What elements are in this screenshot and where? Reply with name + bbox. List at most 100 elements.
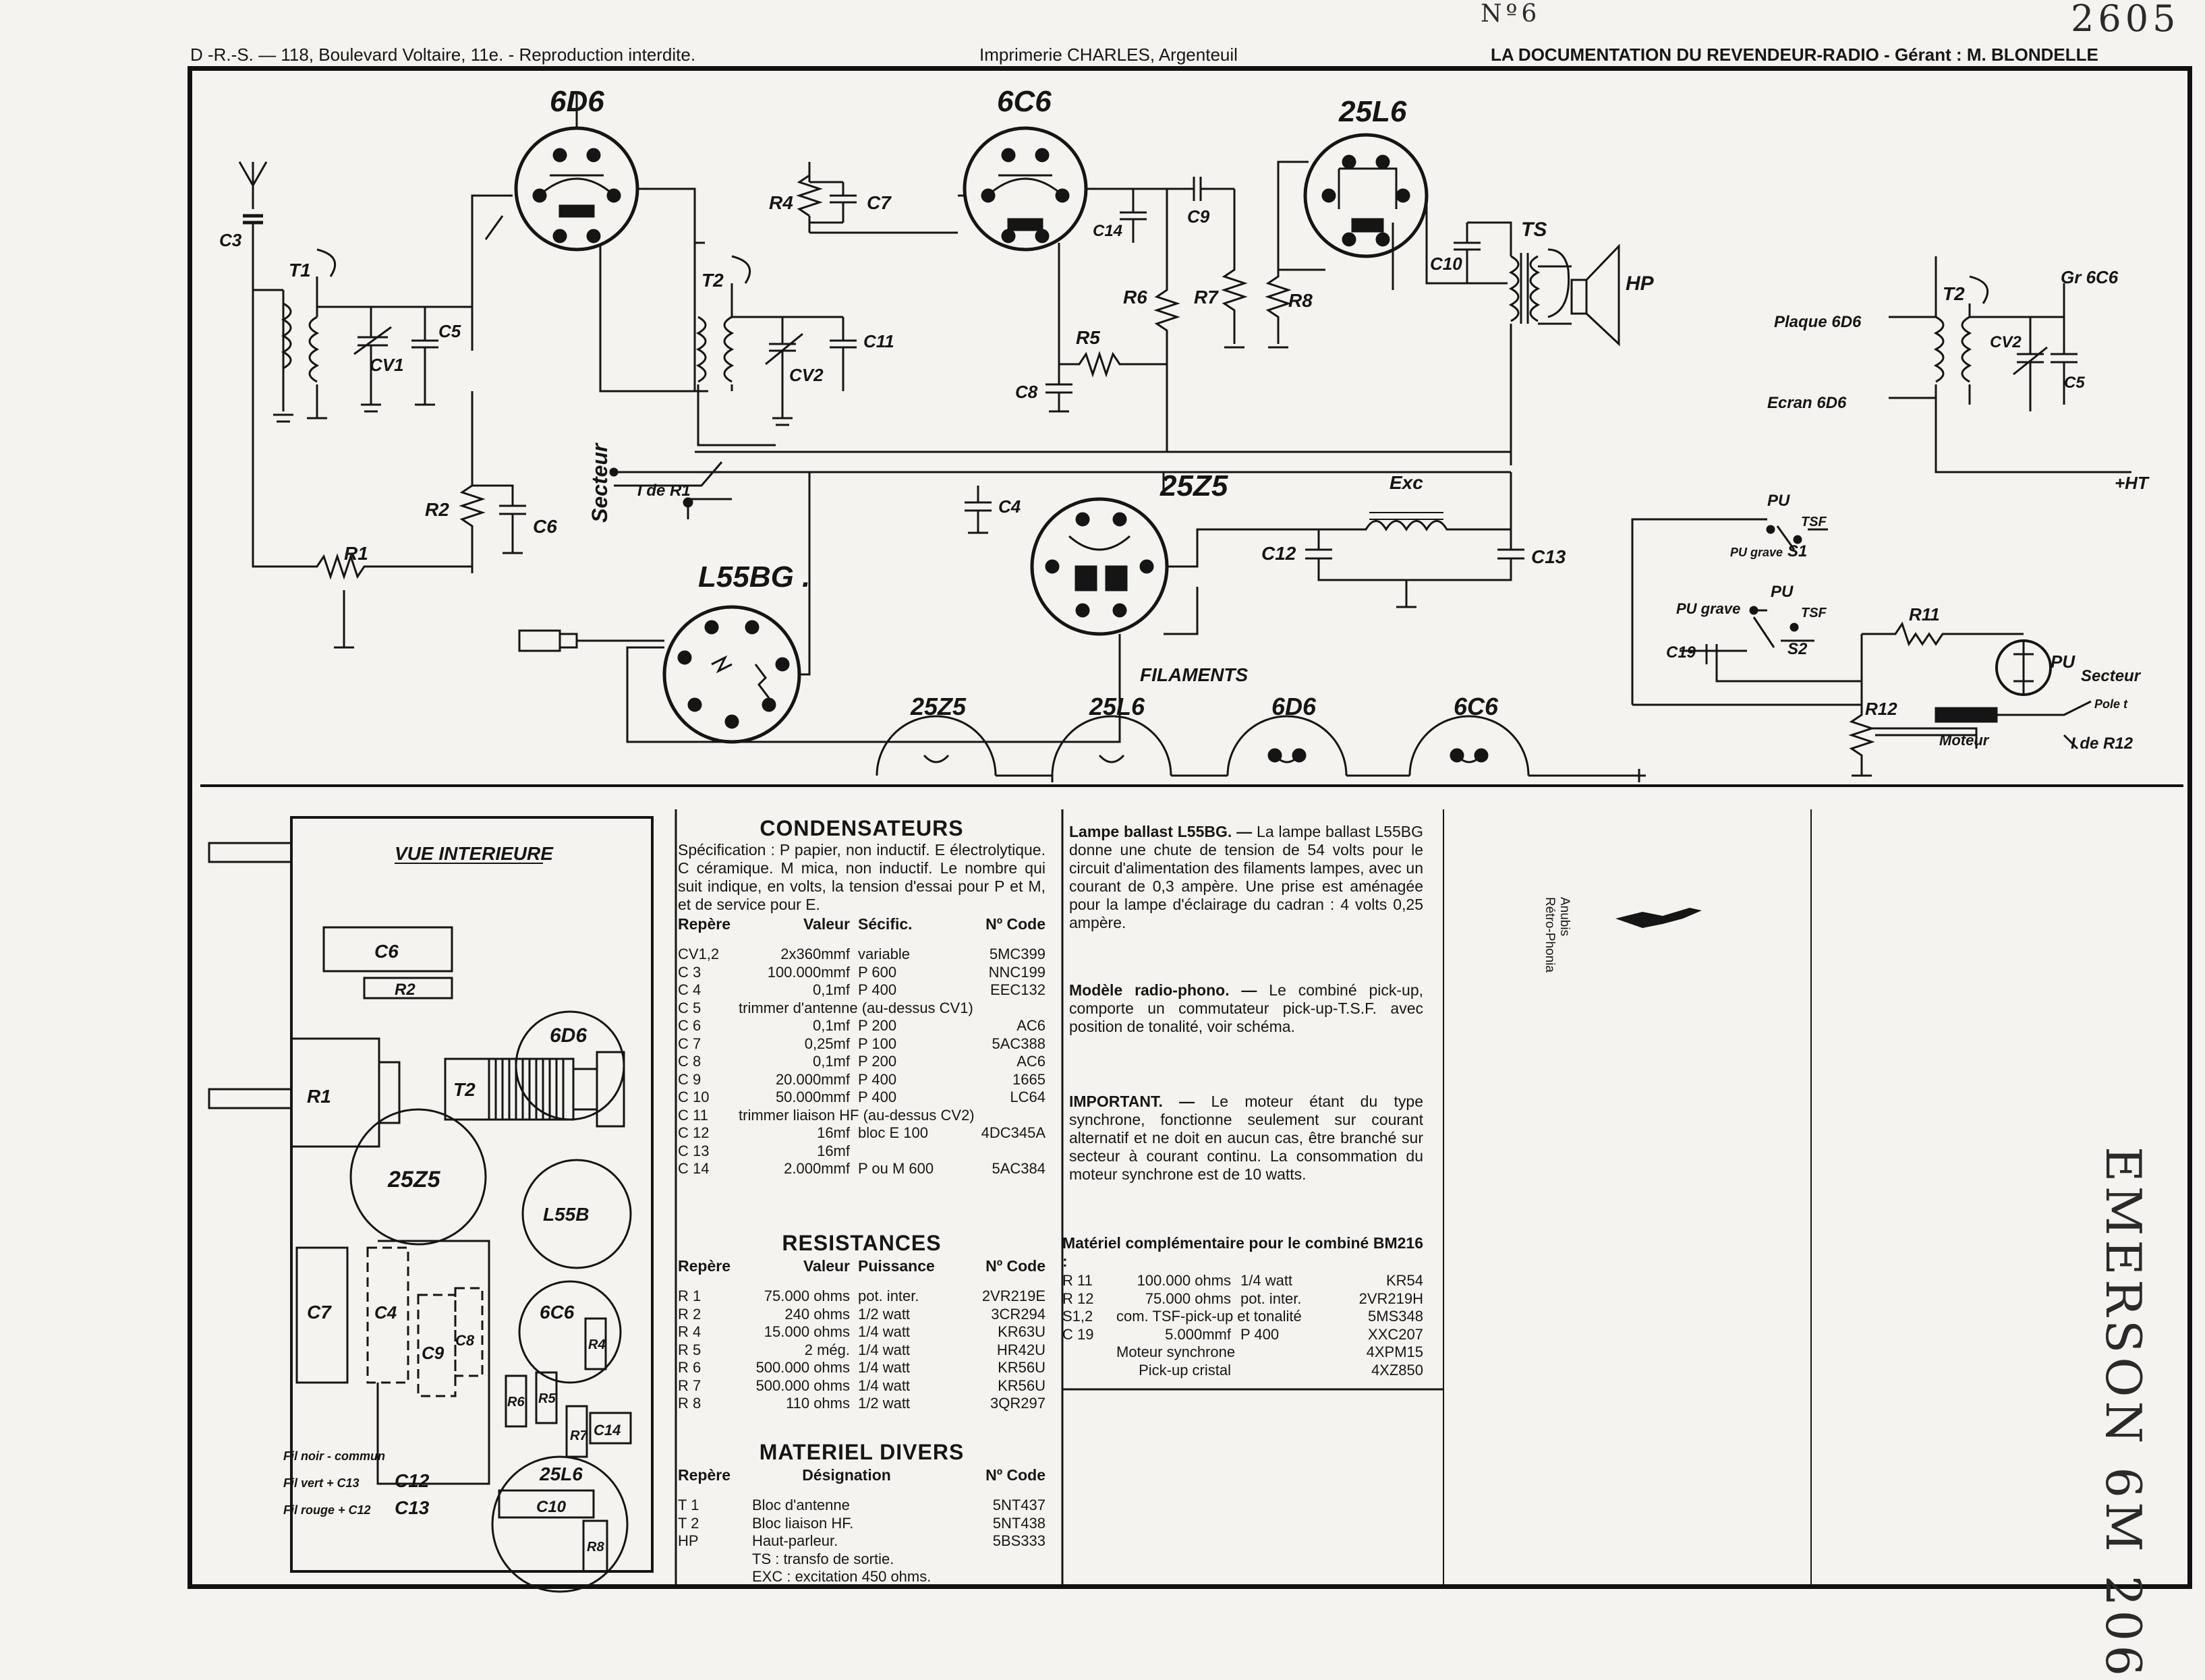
table-cell: 1/2 watt — [858, 1395, 911, 1412]
layout-t2: T2 — [453, 1079, 476, 1100]
shaft-top — [208, 842, 293, 863]
materiel-table: MATERIEL DIVERS Repère Désignation Nº Co… — [678, 1440, 1046, 1586]
capacitor-c4 — [742, 471, 1165, 534]
table-cell: 110 ohms — [786, 1395, 850, 1412]
table-cell: 2.000mmf — [784, 1160, 850, 1177]
table-cell: 50.000mmf — [775, 1089, 850, 1105]
mains-input — [609, 461, 742, 519]
layout-r8: R8 — [587, 1540, 604, 1555]
transformer-t2 — [688, 255, 843, 446]
label-c8: C8 — [1015, 382, 1038, 402]
table-cell — [858, 1000, 959, 1018]
archive-ref: 2605 — [2071, 0, 2180, 40]
note-phono: Modèle radio-phono. — Le combiné pick-up… — [1069, 981, 1423, 1036]
materiel-header: Repère Désignation Nº Code — [678, 1466, 1046, 1484]
capacitor-c5 — [411, 307, 438, 406]
table-cell — [1062, 1362, 1116, 1380]
filament-label-4: 6C6 — [1454, 693, 1499, 720]
col-repere: Repère — [678, 915, 731, 933]
aux-pu-switches — [1631, 518, 1997, 777]
table-cell: 500.000 ohms — [755, 1377, 850, 1394]
layout-c6: C6 — [374, 941, 399, 962]
label-t2: T2 — [701, 270, 724, 291]
table-cell: com. TSF-pick-up et tonalité — [1116, 1308, 1302, 1325]
capacitor-cv1 — [353, 307, 392, 413]
tube-6d6 — [471, 111, 639, 307]
layout-c7: C7 — [307, 1302, 332, 1323]
table-cell: NNC199 — [988, 963, 1046, 981]
aux-motor — [1935, 700, 2092, 750]
table-cell: LC64 — [1010, 1089, 1046, 1105]
aux-label-ider12: I de R12 — [2071, 734, 2134, 753]
table-row: EXC : excitation 450 ohms. — [678, 1568, 1046, 1586]
table-cell: AC6 — [1016, 1053, 1046, 1070]
resistances-title: RESISTANCES — [782, 1231, 942, 1255]
aux-label-r12: R12 — [1865, 699, 1897, 719]
table-cell: 4XPM15 — [1366, 1343, 1423, 1360]
layout-c10: C10 — [536, 1498, 567, 1516]
col-designation: Désignation — [802, 1466, 891, 1484]
label-t1: T1 — [289, 260, 311, 281]
tube-l55bg — [518, 472, 1121, 744]
handwritten-model: EMERSON 6M 206 — [2095, 1147, 2152, 1680]
table-cell: R 2 — [678, 1305, 701, 1323]
label-c5: C5 — [438, 321, 461, 341]
condensateurs-title: CONDENSATEURS — [760, 816, 964, 840]
label-r1: R1 — [344, 543, 368, 564]
layout-r1: R1 — [307, 1086, 331, 1107]
aux-label-polet: Pole t — [2094, 697, 2128, 711]
layout-c8: C8 — [455, 1332, 475, 1349]
table-cell — [858, 1107, 959, 1125]
table-cell: P 100 — [858, 1035, 897, 1052]
table-cell: trimmer liaison HF (au-dessus CV2) — [739, 1106, 975, 1124]
table-cell: R 8 — [678, 1395, 701, 1412]
col-repere: Repère — [678, 1466, 731, 1484]
table-cell: 0,1mf — [812, 1017, 850, 1034]
aux-label-pugrave1: PU grave — [1730, 546, 1783, 559]
note-phono-text: Le combiné pick-up, comporte un commutat… — [1069, 981, 1424, 1035]
layout-wire-vert: Fil vert + C13 — [283, 1476, 360, 1490]
layout-wire-noir: Fil noir - commun — [283, 1449, 385, 1463]
antenna — [238, 161, 283, 291]
table-cell: R 12 — [1062, 1290, 1094, 1307]
table-cell — [948, 1551, 1046, 1569]
table-cell: C 9 — [678, 1070, 701, 1088]
table-cell: trimmer d'antenne (au-dessus CV1) — [739, 999, 973, 1016]
capacitor-c14 — [1120, 189, 1147, 243]
table-cell: S1,2 — [1062, 1308, 1093, 1325]
table-cell: 1/4 watt — [858, 1323, 911, 1340]
label-exc: Exc — [1390, 472, 1423, 493]
table-cell: pot. inter. — [1240, 1290, 1302, 1307]
table-cell — [858, 1142, 959, 1161]
capacitor-c11 — [830, 317, 857, 391]
filament-label-1: 25Z5 — [910, 693, 967, 720]
resistor-r4 — [796, 162, 823, 233]
label-ider1: I de R1 — [637, 482, 691, 500]
label-cv1: CV1 — [370, 355, 404, 375]
label-r8: R8 — [1288, 290, 1313, 311]
tube-label-25l6: 25L6 — [1338, 95, 1407, 128]
aux-label-ecran: Ecran 6D6 — [1767, 394, 1847, 412]
stamp-bird-icon — [1615, 904, 1703, 931]
label-r4: R4 — [769, 192, 793, 213]
aux-label-r11: R11 — [1909, 604, 1940, 625]
table-cell: P 400 — [1240, 1325, 1280, 1343]
table-cell: 2 még. — [804, 1341, 850, 1358]
label-filaments: FILAMENTS — [1140, 664, 1249, 685]
